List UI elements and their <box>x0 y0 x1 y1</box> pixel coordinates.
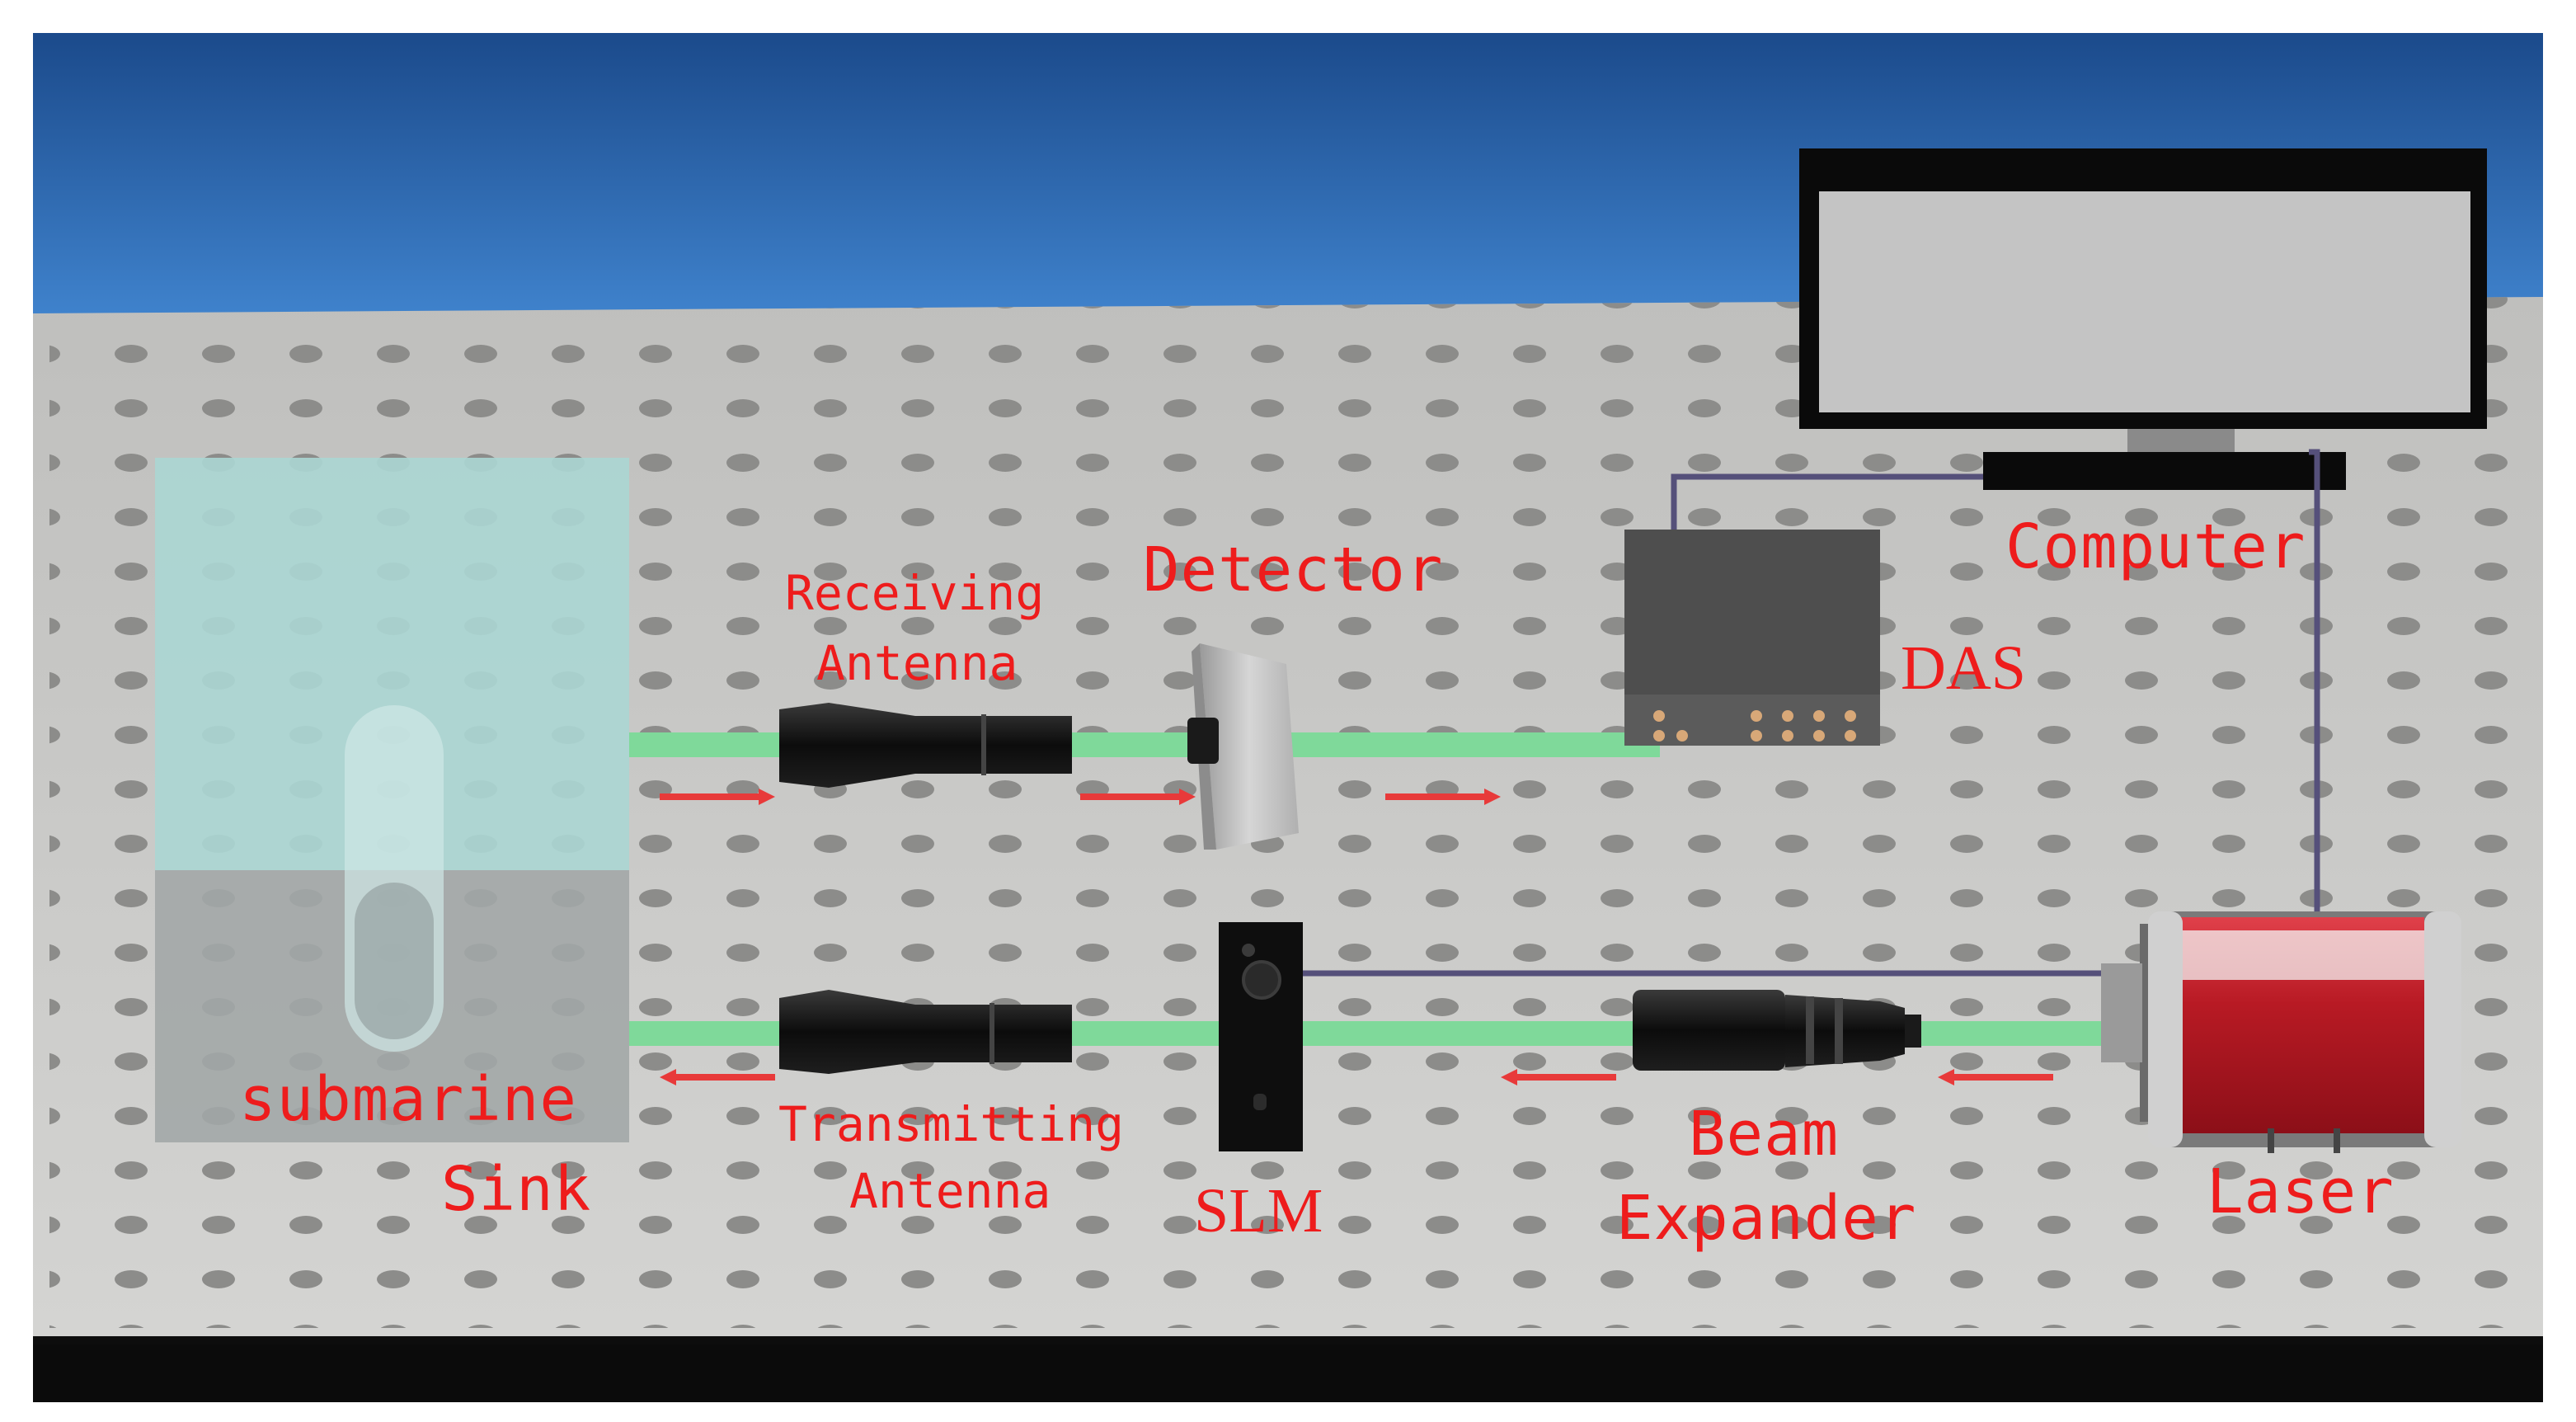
cables <box>1303 449 2320 977</box>
receiving-antenna-label: Receiving <box>785 565 1045 621</box>
sink-label: Sink <box>441 1154 592 1225</box>
beam-expander-label: Beam <box>1689 1099 1840 1170</box>
slm <box>1219 922 1303 1151</box>
transmitting-antenna <box>779 990 1072 1074</box>
transmitting-antenna-label: Transmitting <box>778 1096 1125 1152</box>
das-label: DAS <box>1901 633 2027 703</box>
sink <box>155 458 629 1142</box>
receiving-antenna <box>779 703 1072 788</box>
left-arrow-icon <box>660 1069 2053 1085</box>
right-arrow-icon <box>660 789 1501 805</box>
das <box>1624 530 1880 746</box>
beam-expander-label-line2: Expander <box>1616 1183 1917 1254</box>
computer-label: Computer <box>2005 511 2306 582</box>
laser <box>2101 911 2461 1153</box>
table-front-edge <box>33 1344 2543 1402</box>
detector-label: Detector <box>1143 534 1444 605</box>
transmitting-antenna-label-line2: Antenna <box>849 1163 1051 1219</box>
detector <box>1187 643 1299 850</box>
laser-label: Laser <box>2207 1156 2395 1227</box>
slm-label: SLM <box>1194 1176 1323 1245</box>
computer <box>1799 148 2487 490</box>
submarine-label: submarine <box>239 1064 577 1135</box>
beam-expander <box>1633 990 1921 1071</box>
receiving-antenna-label-line2: Antenna <box>816 635 1018 691</box>
